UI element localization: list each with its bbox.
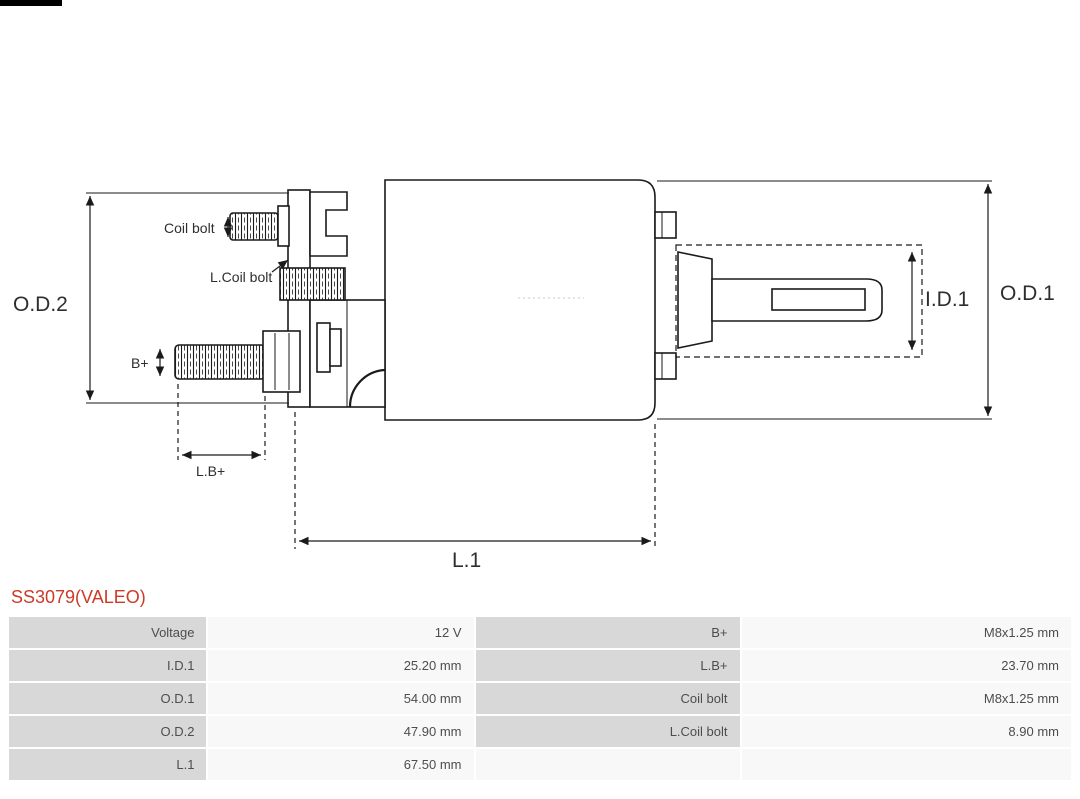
solenoid-technical-drawing: O.D.2 O.D.1 I.D.1 L.1 Coil bolt L.Coil b… <box>13 179 1055 572</box>
plunger-collar <box>677 251 713 349</box>
spec-value-empty <box>741 749 1071 780</box>
b-plus-label: B+ <box>131 355 149 371</box>
coil-bushing <box>279 267 346 301</box>
spec-label-empty <box>475 749 740 780</box>
spec-table: Voltage 12 V B+ M8x1.25 mm I.D.1 25.20 m… <box>9 617 1071 780</box>
spec-value: 54.00 mm <box>208 683 474 714</box>
product-info-section: SS3079(VALEO) Voltage 12 V B+ M8x1.25 mm… <box>0 587 1080 780</box>
main-housing <box>384 179 656 421</box>
spec-label: L.Coil bolt <box>475 716 740 747</box>
id1-dashed-box <box>675 244 923 358</box>
right-top-tab <box>654 211 677 239</box>
coil-bolt-label: Coil bolt <box>164 220 215 236</box>
l-coil-bolt-leader <box>271 259 289 273</box>
spec-label: L.1 <box>9 749 207 780</box>
spec-value: 67.50 mm <box>208 749 474 780</box>
spec-label: I.D.1 <box>9 650 207 681</box>
dimension-lines <box>85 180 993 549</box>
l1-label: L.1 <box>452 549 481 572</box>
id1-label: I.D.1 <box>925 288 969 311</box>
l-coil-bolt-label: L.Coil bolt <box>210 269 272 285</box>
housing-fillet-arc <box>348 368 386 408</box>
right-bottom-tab <box>654 352 677 380</box>
coil-bolt-washer <box>277 205 290 247</box>
od2-label: O.D.2 <box>13 293 68 316</box>
spec-value: 12 V <box>208 617 474 648</box>
spec-label: Voltage <box>9 617 207 648</box>
b-plus-spacer <box>329 328 342 367</box>
spec-value: 23.70 mm <box>741 650 1071 681</box>
spec-value: M8x1.25 mm <box>741 617 1071 648</box>
coil-bolt-stud <box>229 212 279 241</box>
solenoid-body <box>174 179 883 421</box>
b-plus-washer <box>316 322 331 373</box>
product-title: SS3079(VALEO) <box>11 587 146 607</box>
l-b-plus-label: L.B+ <box>196 463 225 479</box>
spec-label: O.D.1 <box>9 683 207 714</box>
spec-label: Coil bolt <box>475 683 740 714</box>
spec-label: O.D.2 <box>9 716 207 747</box>
spec-label: B+ <box>475 617 740 648</box>
od1-label: O.D.1 <box>1000 282 1055 305</box>
spec-value: 25.20 mm <box>208 650 474 681</box>
spec-value: 47.90 mm <box>208 716 474 747</box>
b-plus-hex-nut <box>262 330 301 393</box>
spec-value: M8x1.25 mm <box>741 683 1071 714</box>
spec-label: L.B+ <box>475 650 740 681</box>
plunger-slot <box>771 288 866 311</box>
b-plus-stud <box>174 344 266 380</box>
dimension-labels: O.D.2 O.D.1 I.D.1 L.1 Coil bolt L.Coil b… <box>13 220 1055 572</box>
logo-placeholder <box>0 0 62 6</box>
upper-bracket <box>309 191 348 257</box>
spec-value: 8.90 mm <box>741 716 1071 747</box>
